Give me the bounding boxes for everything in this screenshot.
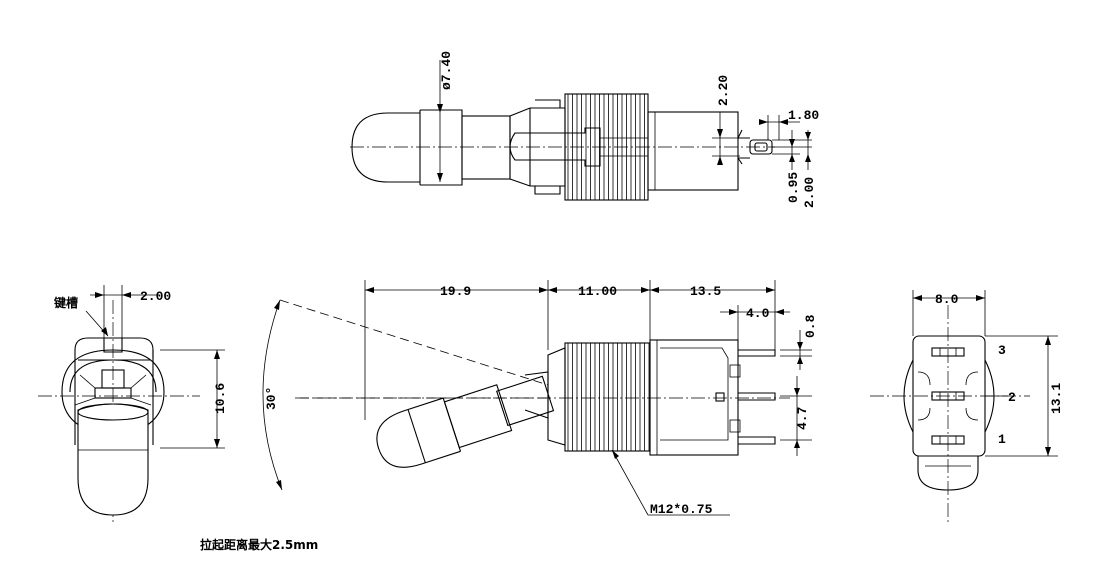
- front-dim-4-7: 4.7: [795, 407, 810, 430]
- right-dim-13-1: 13.1: [1049, 383, 1064, 414]
- right-pin-1: 1: [998, 432, 1006, 447]
- front-thread-label: M12*0.75: [650, 502, 713, 517]
- left-dim-2-00: 2.00: [140, 289, 171, 304]
- right-dim-8-0: 8.0: [935, 292, 959, 307]
- front-thread-body: [564, 342, 651, 452]
- front-dim-angle: 30°: [264, 387, 279, 410]
- front-dim-11-00: 11.00: [578, 284, 617, 299]
- front-lever: [376, 375, 555, 468]
- top-dim-0-95: 0.95: [786, 172, 801, 203]
- left-dim-10-6: 10.6: [213, 383, 228, 414]
- top-knob-cap: [351, 112, 420, 183]
- right-pin-2: 2: [1008, 390, 1016, 405]
- top-dim-diameter: ø7.40: [439, 51, 454, 90]
- front-housing: [649, 339, 739, 456]
- front-dim-19-9: 19.9: [440, 284, 471, 299]
- top-dim-1-80: 1.80: [788, 108, 819, 123]
- top-housing: [647, 111, 739, 191]
- top-dim-2-00: 2.00: [802, 177, 817, 208]
- right-view: 3 2 1 8.0 13.1: [870, 290, 1064, 525]
- front-dim-0-8: 0.8: [803, 314, 818, 338]
- right-pin-3: 3: [998, 343, 1006, 358]
- note-pull-distance: 拉起距离最大2.5mm: [200, 537, 318, 552]
- front-view: 30° 19.9: [262, 280, 818, 517]
- left-keyway-label: 键槽: [53, 295, 78, 310]
- top-dim-2-20: 2.20: [716, 75, 731, 106]
- top-view: ø7.40 2.20 1.80 0.95 2.00: [350, 51, 819, 208]
- front-dim-13-5: 13.5: [690, 284, 721, 299]
- left-view: 键槽 2.00 10.6: [38, 285, 228, 522]
- front-dim-4-0: 4.0: [746, 306, 770, 321]
- front-angle-arc: [262, 299, 283, 491]
